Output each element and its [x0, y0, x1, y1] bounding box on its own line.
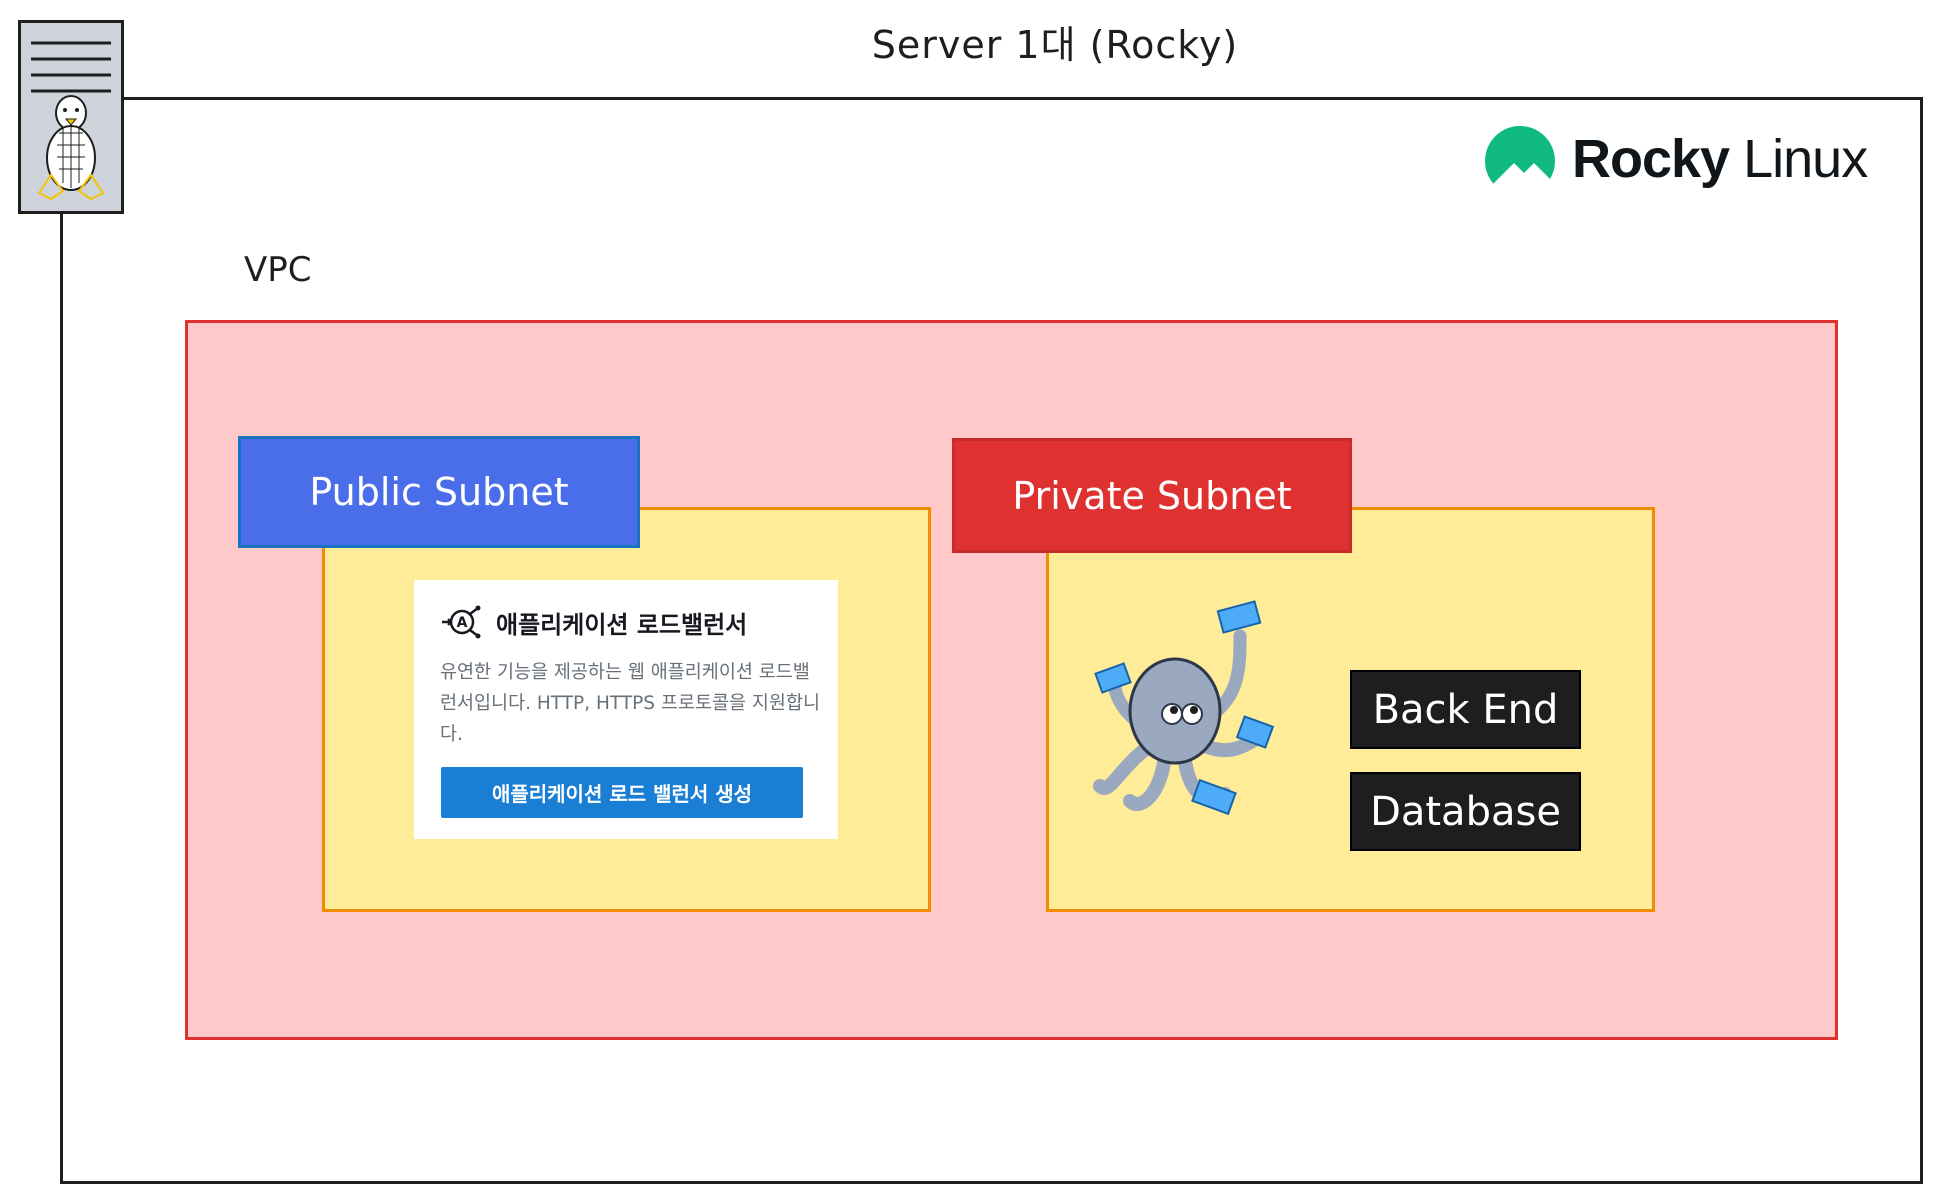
diagram-title: Server 1대 (Rocky) — [871, 23, 1239, 67]
public-subnet-label: Public Subnet — [238, 436, 640, 548]
load-balancer-icon: A — [440, 604, 482, 640]
rocky-linux-wordmark: Rocky Linux — [1572, 129, 1868, 189]
rocky-linux-logo-icon — [1484, 125, 1556, 198]
docker-compose-octopus-icon — [1090, 596, 1280, 828]
database-label: Database — [1350, 772, 1581, 851]
load-balancer-title: 애플리케이션 로드밸런서 — [496, 611, 748, 639]
create-load-balancer-button[interactable]: 애플리케이션 로드 밸런서 생성 — [441, 767, 803, 818]
linux-server-icon — [18, 20, 124, 214]
svg-text:A: A — [457, 615, 468, 631]
backend-label: Back End — [1350, 670, 1581, 749]
load-balancer-description: 유연한 기능을 제공하는 웹 애플리케이션 로드밸런서입니다. HTTP, HT… — [440, 662, 820, 745]
private-subnet-label: Private Subnet — [952, 438, 1352, 553]
vpc-label: VPC — [244, 250, 312, 290]
